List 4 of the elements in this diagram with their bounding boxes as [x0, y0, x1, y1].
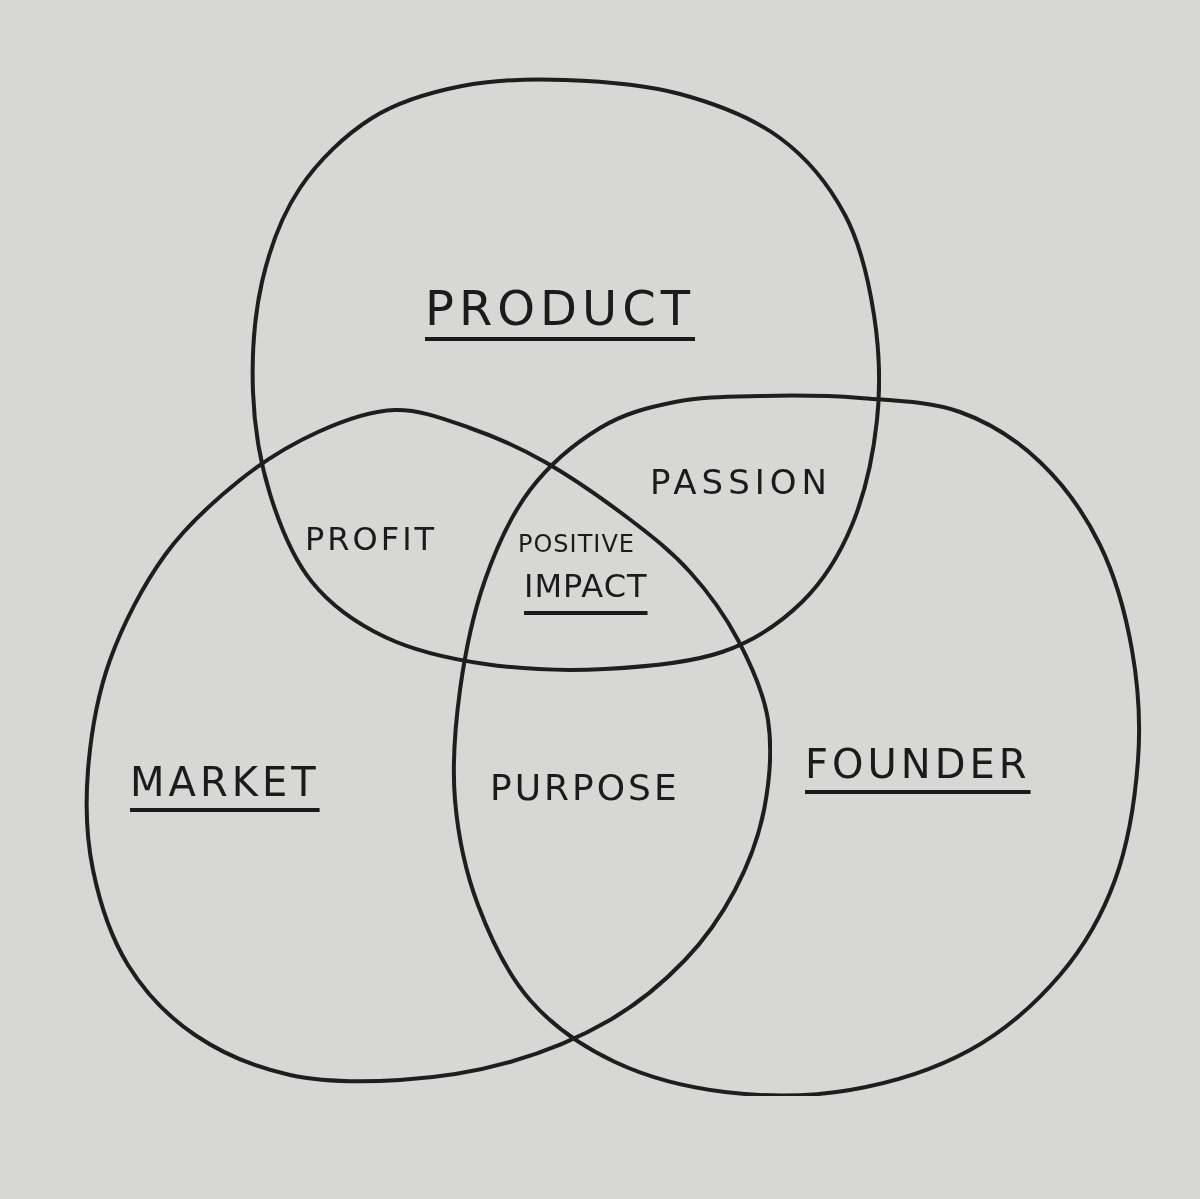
set-label: PRODUCT — [425, 280, 695, 338]
overlap-label: PROFIT — [305, 520, 438, 559]
overlap-label: PURPOSE — [490, 766, 680, 810]
overlap-label: PASSION — [650, 462, 832, 503]
